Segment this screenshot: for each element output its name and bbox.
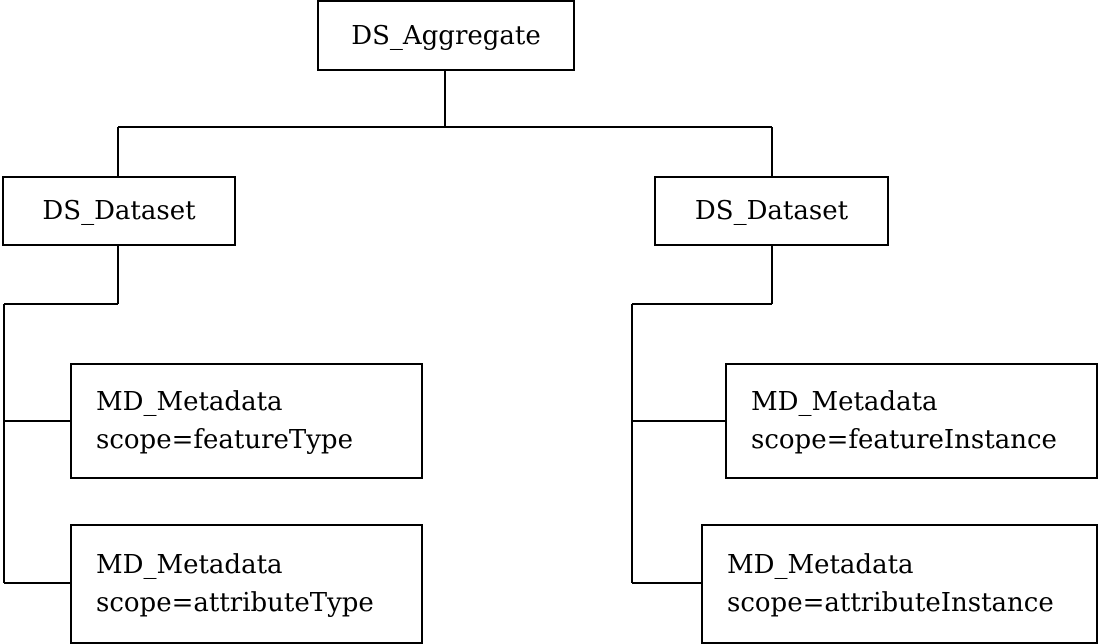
md-metadata-scope: scope=attributeInstance bbox=[727, 588, 1054, 618]
md-metadata-box-feature-instance: MD_Metadata scope=featureInstance bbox=[725, 363, 1098, 479]
ds-dataset-label-right: DS_Dataset bbox=[694, 196, 849, 226]
ds-aggregate-box: DS_Aggregate bbox=[317, 0, 575, 71]
ds-dataset-box-left: DS_Dataset bbox=[2, 176, 236, 246]
ds-dataset-box-right: DS_Dataset bbox=[654, 176, 889, 246]
md-metadata-title: MD_Metadata bbox=[751, 387, 938, 417]
md-metadata-scope: scope=featureType bbox=[96, 425, 353, 455]
md-metadata-title: MD_Metadata bbox=[96, 387, 283, 417]
md-metadata-title: MD_Metadata bbox=[727, 550, 914, 580]
md-metadata-box-attribute-type: MD_Metadata scope=attributeType bbox=[70, 524, 423, 644]
md-metadata-box-feature-type: MD_Metadata scope=featureType bbox=[70, 363, 423, 479]
ds-aggregate-label: DS_Aggregate bbox=[351, 20, 541, 51]
md-metadata-scope: scope=featureInstance bbox=[751, 425, 1057, 455]
md-metadata-scope: scope=attributeType bbox=[96, 588, 374, 618]
md-metadata-box-attribute-instance: MD_Metadata scope=attributeInstance bbox=[701, 524, 1098, 644]
ds-dataset-label-left: DS_Dataset bbox=[42, 196, 196, 226]
md-metadata-title: MD_Metadata bbox=[96, 550, 283, 580]
